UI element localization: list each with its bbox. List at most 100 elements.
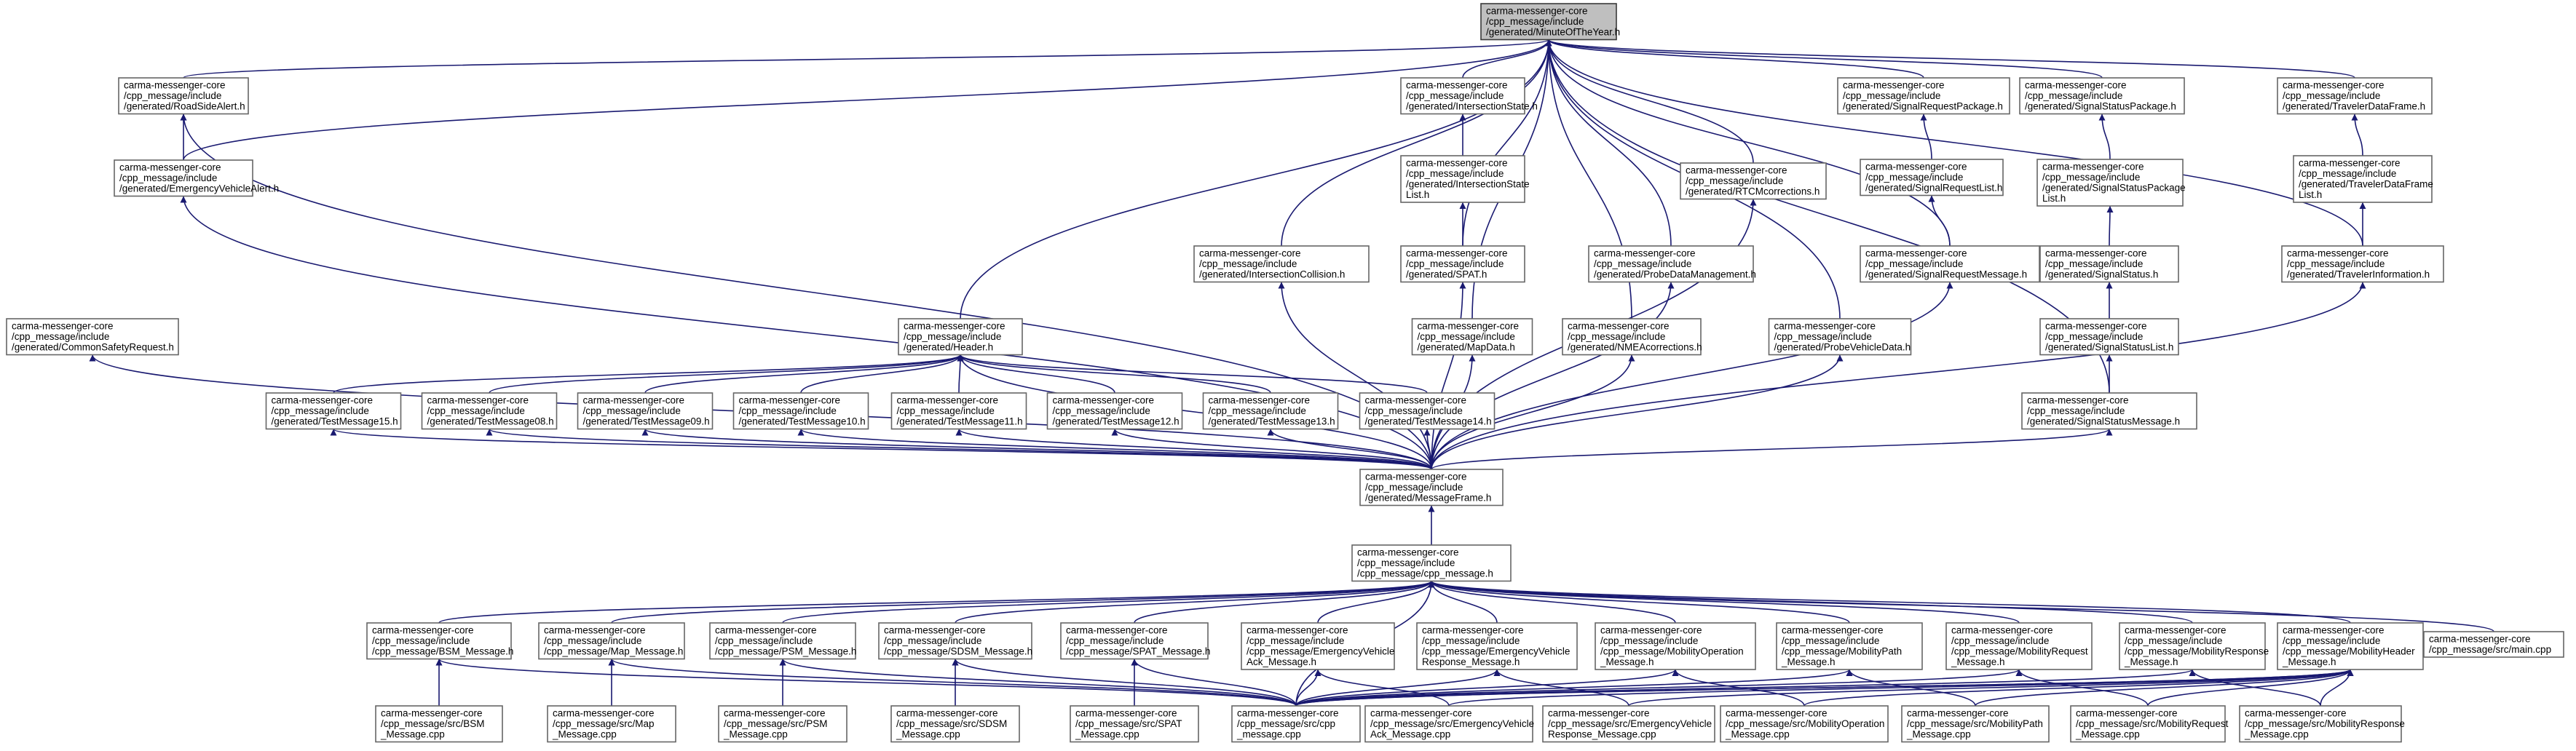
file-node-label-line: /cpp_message/include [1843,90,1940,101]
file-node-mhdrh[interactable]: carma-messenger-core/cpp_message/include… [2277,622,2424,670]
file-node-mopcpp[interactable]: carma-messenger-core/cpp_message/src/Mob… [1720,705,1889,743]
file-node-tm13[interactable]: carma-messenger-core/cpp_message/include… [1202,392,1339,430]
file-node-tm14[interactable]: carma-messenger-core/cpp_message/include… [1359,392,1496,430]
file-node-nmea[interactable]: carma-messenger-core/cpp_message/include… [1562,318,1702,356]
file-node-hdr[interactable]: carma-messenger-core/cpp_message/include… [898,318,1023,356]
file-node-label-line: carma-messenger-core [1726,708,1828,719]
file-node-psmcpp[interactable]: carma-messenger-core/cpp_message/src/PSM… [718,705,848,743]
file-node-tm09[interactable]: carma-messenger-core/cpp_message/include… [577,392,714,430]
file-node-map[interactable]: carma-messenger-core/cpp_message/include… [1411,318,1533,356]
file-node-evah[interactable]: carma-messenger-core/cpp_message/include… [1241,622,1395,670]
file-node-box [1416,622,1578,670]
file-node-sdsmh[interactable]: carma-messenger-core/cpp_message/include… [878,622,1032,660]
file-node-tm11[interactable]: carma-messenger-core/cpp_message/include… [890,392,1027,430]
file-node-ssl[interactable]: carma-messenger-core/cpp_message/include… [2039,318,2179,356]
file-node-tdfl[interactable]: carma-messenger-core/cpp_message/include… [2293,155,2433,203]
file-node-label-line: carma-messenger-core [1246,625,1348,636]
file-node-label-line: _Message.cpp [1075,729,1139,740]
file-node-evacpp[interactable]: carma-messenger-core/cpp_message/src/Eme… [1364,705,1534,743]
file-node-label-line: carma-messenger-core [1406,80,1508,91]
file-node-label-line: /generated/SignalRequestList.h [1865,183,2002,194]
include-edge [952,659,1297,707]
file-node-label-line: /cpp_message/include [119,172,217,183]
file-node-label-line: _Message.h [1781,656,1836,667]
include-edge [2189,669,2321,707]
file-node-bsmcpp[interactable]: carma-messenger-core/cpp_message/src/BSM… [375,705,503,743]
file-node-label-line: carma-messenger-core [1365,395,1467,406]
file-node-mapcpp[interactable]: carma-messenger-core/cpp_message/src/Map… [547,705,676,743]
file-node-spat[interactable]: carma-messenger-core/cpp_message/include… [1400,245,1525,283]
file-node-label-line: _Message.h [2124,656,2178,667]
file-node-mresh[interactable]: carma-messenger-core/cpp_message/include… [2119,622,2269,670]
file-node-evrcpp[interactable]: carma-messenger-core/cpp_message/src/Eme… [1542,705,1715,743]
file-node-bsmh[interactable]: carma-messenger-core/cpp_message/include… [366,622,513,660]
file-node-label-line: /generated/Header.h [904,342,993,353]
file-node-mpathh[interactable]: carma-messenger-core/cpp_message/include… [1776,622,1923,670]
file-node-psmh[interactable]: carma-messenger-core/cpp_message/include… [709,622,856,660]
file-node-cppcpp[interactable]: carma-messenger-core/cpp_message/src/cpp… [1231,705,1361,743]
file-node-pvd[interactable]: carma-messenger-core/cpp_message/include… [1768,318,1912,356]
file-node-cppm[interactable]: carma-messenger-core/cpp_message/include… [1351,544,1512,582]
file-node-label-line: /cpp_message/include [715,635,813,646]
file-node-mpathcpp[interactable]: carma-messenger-core/cpp_message/src/Mob… [1901,705,2050,743]
file-node-box [890,392,1027,430]
file-node-spatcpp[interactable]: carma-messenger-core/cpp_message/src/SPA… [1070,705,1199,743]
file-node-tinf[interactable]: carma-messenger-core/cpp_message/include… [2281,245,2444,283]
file-node-rtcm[interactable]: carma-messenger-core/cpp_message/include… [1680,162,1827,200]
include-edge [1278,282,1432,470]
file-node-ss[interactable]: carma-messenger-core/cpp_message/include… [2039,245,2179,283]
file-node-tm15[interactable]: carma-messenger-core/cpp_message/include… [265,392,402,430]
file-node-srp[interactable]: carma-messenger-core/cpp_message/include… [1837,77,2010,115]
file-node-label-line: carma-messenger-core [1774,321,1876,332]
file-node-mrescpp[interactable]: carma-messenger-core/cpp_message/src/Mob… [2239,705,2405,743]
file-node-label-line: /generated/IntersectionCollision.h [1199,269,1345,280]
include-edge [955,428,1432,470]
file-node-label-line: /cpp_message/include [1199,258,1297,269]
file-node-sdsmcpp[interactable]: carma-messenger-core/cpp_message/src/SDS… [890,705,1020,743]
file-node-isl[interactable]: carma-messenger-core/cpp_message/include… [1400,155,1530,203]
file-node-label-line: /cpp_message/include [1365,405,1463,416]
file-node-maph[interactable]: carma-messenger-core/cpp_message/include… [538,622,685,660]
file-node-moph[interactable]: carma-messenger-core/cpp_message/include… [1595,622,1756,670]
file-node-tm08[interactable]: carma-messenger-core/cpp_message/include… [421,392,558,430]
file-node-sspl[interactable]: carma-messenger-core/cpp_message/include… [2036,159,2186,207]
file-node-rsa[interactable]: carma-messenger-core/cpp_message/include… [118,77,249,115]
file-node-box [1241,622,1395,670]
file-node-box [1359,392,1496,430]
file-node-csr[interactable]: carma-messenger-core/cpp_message/include… [6,318,179,356]
file-node-label-line: /generated/SignalStatusPackage [2042,183,2186,194]
file-node-maincpp[interactable]: carma-messenger-core/cpp_message/src/mai… [2423,631,2564,658]
file-node-srm[interactable]: carma-messenger-core/cpp_message/include… [1860,245,2040,283]
include-edge [782,580,1435,624]
file-node-tdf[interactable]: carma-messenger-core/cpp_message/include… [2277,77,2433,115]
include-edge [1314,669,1450,707]
include-edge [1295,669,2023,707]
file-node-pdm[interactable]: carma-messenger-core/cpp_message/include… [1588,245,1756,283]
file-node-moy[interactable]: carma-messenger-core/cpp_message/include… [1480,3,1620,41]
file-node-spath[interactable]: carma-messenger-core/cpp_message/include… [1060,622,1210,660]
file-node-label-line: carma-messenger-core [1406,248,1508,259]
file-node-label-line: /cpp_message/include [1209,405,1306,416]
file-node-label-line: /cpp_message/include [544,635,641,646]
file-node-mreqh[interactable]: carma-messenger-core/cpp_message/include… [1945,622,2093,670]
file-node-ssm[interactable]: carma-messenger-core/cpp_message/include… [2021,392,2197,430]
include-edge [1428,580,2351,624]
file-node-ist[interactable]: carma-messenger-core/cpp_message/include… [1400,77,1538,115]
include-edge [1131,659,1297,707]
file-node-mreqcpp[interactable]: carma-messenger-core/cpp_message/src/Mob… [2070,705,2229,743]
file-node-label-line: /cpp_message/include [904,331,1001,342]
file-node-ssp[interactable]: carma-messenger-core/cpp_message/include… [2019,77,2185,115]
file-node-tm10[interactable]: carma-messenger-core/cpp_message/include… [732,392,869,430]
file-node-box [366,622,512,660]
file-node-eva[interactable]: carma-messenger-core/cpp_message/include… [114,159,279,197]
file-node-icol[interactable]: carma-messenger-core/cpp_message/include… [1193,245,1370,283]
file-node-mf[interactable]: carma-messenger-core/cpp_message/include… [1359,469,1504,506]
include-edge [2098,114,2111,160]
file-node-tm12[interactable]: carma-messenger-core/cpp_message/include… [1046,392,1183,430]
file-node-label-line: /generated/TestMessage14.h [1365,416,1492,427]
file-node-box [1562,318,1702,356]
file-node-evrh[interactable]: carma-messenger-core/cpp_message/include… [1416,622,1578,670]
file-node-srl[interactable]: carma-messenger-core/cpp_message/include… [1860,159,2004,196]
include-edge [1428,580,2494,632]
